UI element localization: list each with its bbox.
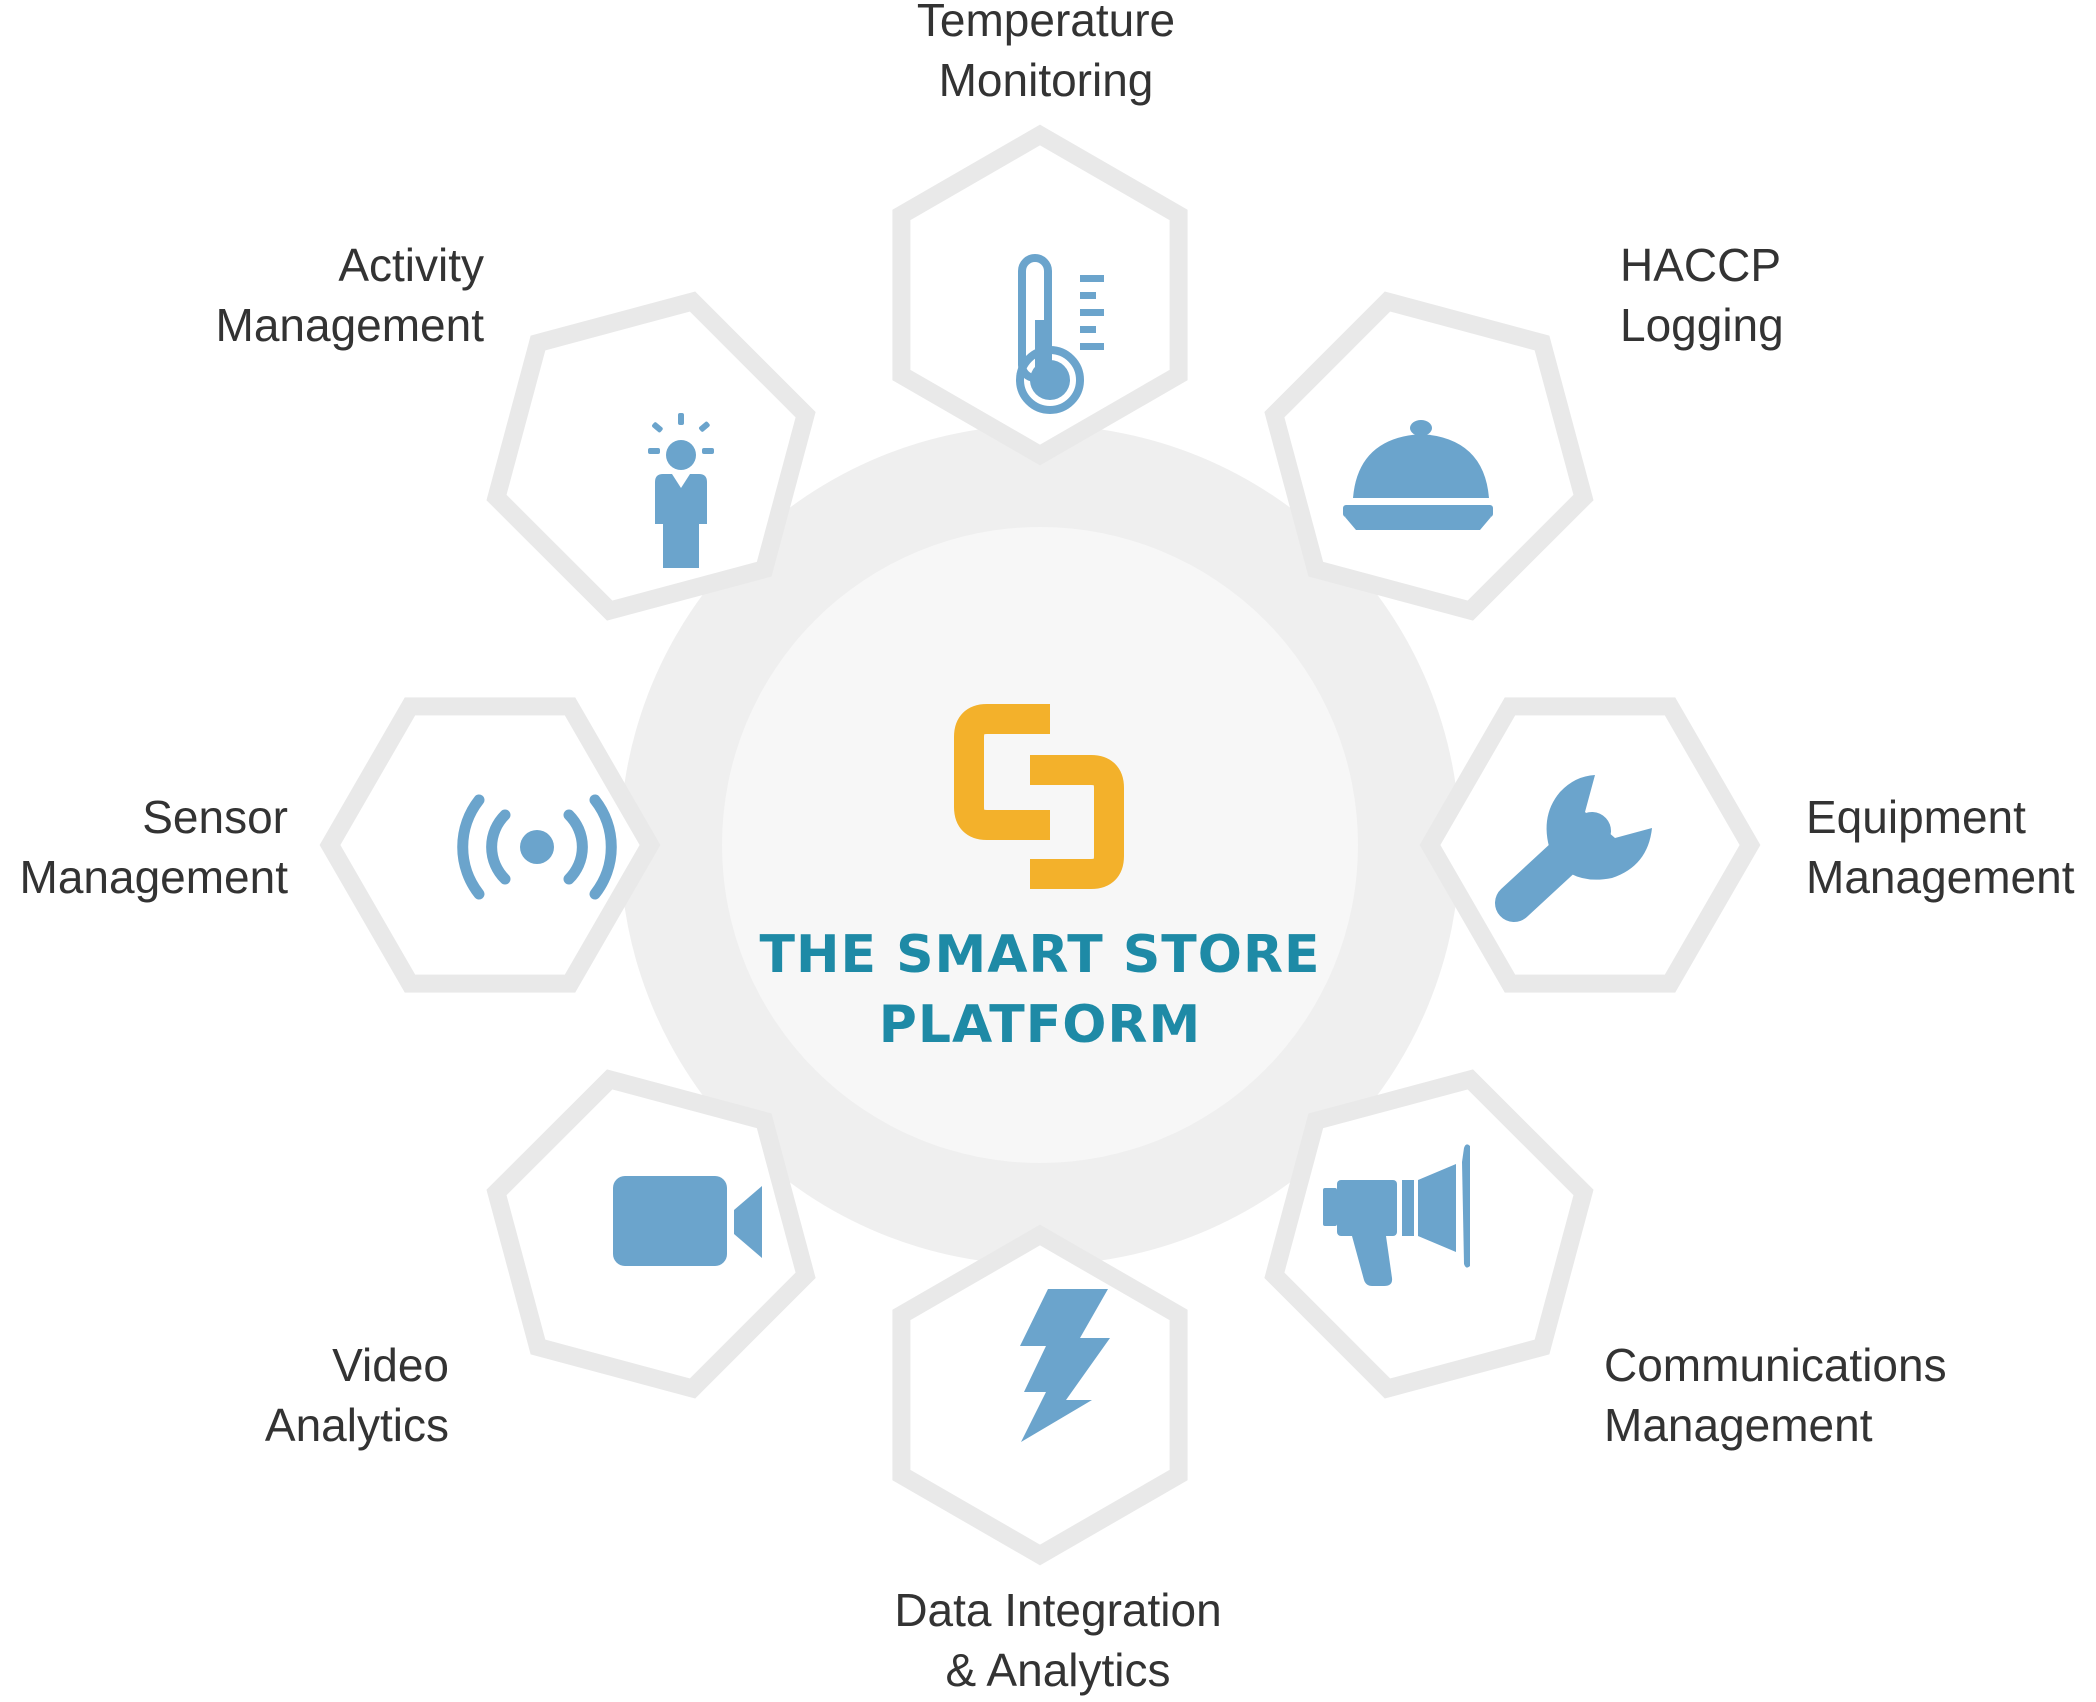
platform-core: [722, 527, 1358, 1163]
thermometer-icon: [1016, 254, 1104, 414]
hexagon-temperature: [892, 124, 1188, 466]
platform-title: THE SMART STORE PLATFORM: [740, 920, 1340, 1060]
label-equipment-management: Equipment Management: [1806, 791, 2075, 903]
label-sensor-management: Sensor Management: [19, 791, 289, 903]
smart-store-logo: [954, 704, 1124, 889]
person-idea-icon: [648, 413, 714, 568]
signal-icon: [457, 794, 617, 900]
label-activity-management: Activity Management: [215, 239, 485, 351]
platform-title-line1: THE SMART STORE: [759, 925, 1321, 985]
video-camera-icon: [613, 1176, 762, 1266]
label-communications-management: Communications Management: [1604, 1339, 1947, 1451]
hexagon-activity: [486, 291, 816, 621]
label-haccp-logging: HACCP Logging: [1620, 239, 1784, 351]
hexagon-data: [892, 1224, 1188, 1566]
label-data-integration-analytics: Data Integration & Analytics: [894, 1584, 1222, 1696]
megaphone-icon: [1323, 1144, 1470, 1286]
cloche-icon: [1343, 420, 1493, 530]
lightning-icon: [1020, 1289, 1110, 1442]
platform-title-line2: PLATFORM: [878, 995, 1202, 1055]
wrench-icon: [1495, 775, 1652, 922]
label-temperature-monitoring: Temperature Monitoring: [916, 0, 1176, 106]
label-video-analytics: Video Analytics: [264, 1339, 449, 1451]
